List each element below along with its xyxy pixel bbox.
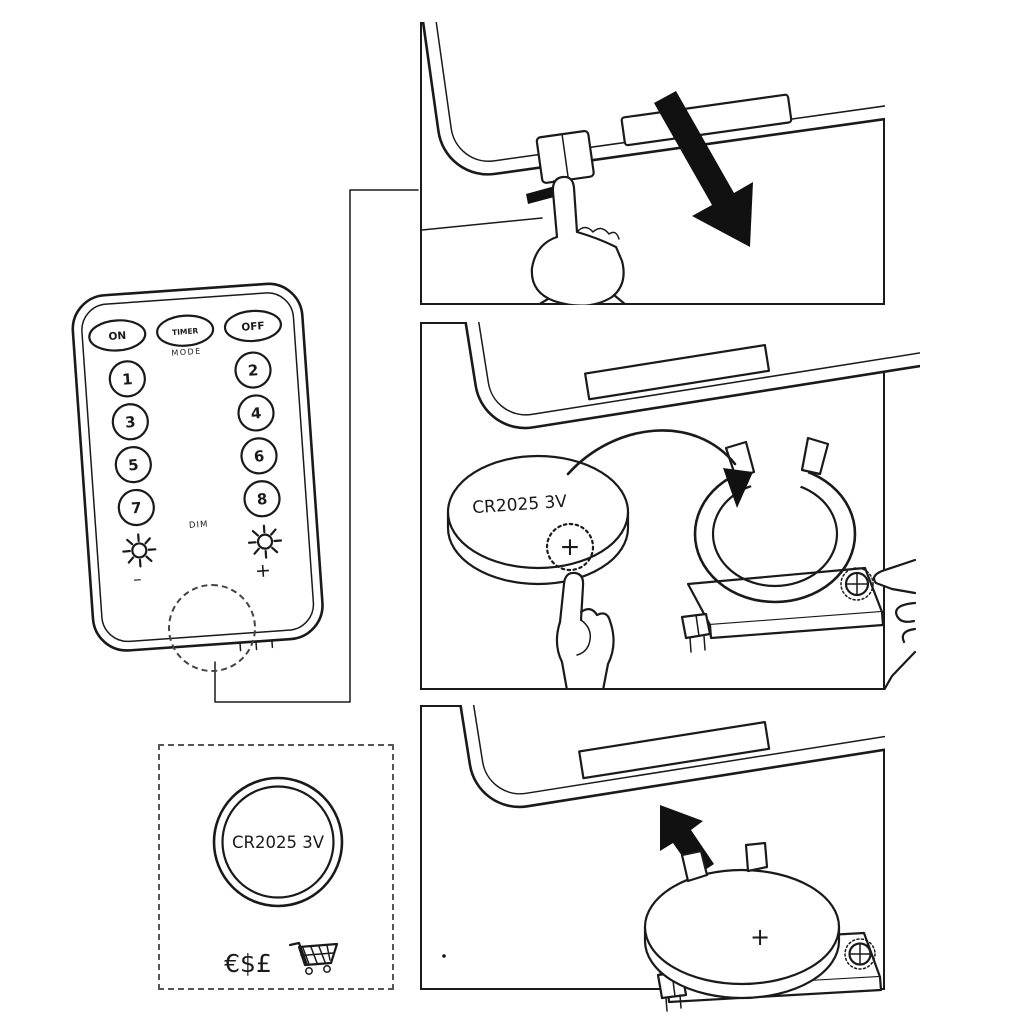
- button-5-label: 5: [128, 456, 140, 475]
- pin-lines: [689, 614, 706, 653]
- device-body: [437, 322, 920, 430]
- battery-top: [446, 454, 630, 570]
- button-2-label: 2: [247, 361, 259, 380]
- tray-claw-right: [744, 841, 769, 873]
- remote-button-2: 2: [234, 351, 272, 389]
- remote-button-5: 5: [114, 446, 152, 484]
- device-inner-border: [451, 322, 920, 416]
- coin-battery-illustration: CR2025 3V +: [446, 454, 630, 586]
- insert-battery-arrow-curve: [566, 429, 737, 476]
- polarity-plus-label: +: [750, 923, 770, 951]
- remote-button-6: 6: [240, 437, 278, 475]
- button-3-label: 3: [125, 413, 137, 432]
- battery-in-tray-illustration: +: [643, 841, 883, 1012]
- index-finger: [551, 175, 579, 239]
- insert-battery-arrowhead: [723, 468, 753, 508]
- remote-button-timer: TIMER: [156, 314, 215, 347]
- step-3-panel: +: [420, 705, 885, 1012]
- index-finger: [558, 571, 585, 624]
- hand-hold-icon: [555, 571, 615, 690]
- curled-fingers: [895, 601, 917, 644]
- remote-button-4: 4: [237, 394, 275, 432]
- polarity-highlight-circle: [545, 522, 595, 572]
- button-4-label: 4: [250, 404, 262, 423]
- battery-label: CR2025 3V: [232, 833, 325, 852]
- step-2-panel: CR2025 3V +: [420, 322, 920, 690]
- knuckle-lines: [576, 226, 620, 240]
- thumb-line: [576, 619, 592, 656]
- tray-connector-pins: [680, 612, 712, 640]
- device-body: [432, 705, 885, 809]
- tray-slot: [584, 343, 771, 401]
- hand-outline: [530, 230, 625, 305]
- brightness-up-button: [247, 524, 283, 559]
- wrist-lines: [555, 619, 615, 690]
- tray-slot: [578, 720, 771, 780]
- shopping-cart-icon: [288, 941, 339, 975]
- brightness-plus-label: +: [254, 559, 271, 582]
- remote-button-1: 1: [108, 360, 146, 398]
- button-8-label: 8: [256, 490, 268, 509]
- device-edge-illustration: [437, 322, 920, 430]
- sun-icon: [122, 533, 157, 568]
- timer-label: TIMER: [172, 326, 199, 337]
- brightness-down-button: [122, 533, 157, 568]
- coin-battery-illustration: CR2025 3V: [212, 776, 344, 908]
- mode-label: MODE: [171, 347, 202, 358]
- wrist-line: [882, 650, 917, 690]
- pull-out-arrow-icon: [654, 91, 753, 247]
- hand-press-icon: [530, 175, 628, 305]
- button-1-label: 1: [122, 370, 134, 389]
- step-1-panel: [420, 22, 885, 305]
- remote-button-8: 8: [243, 480, 281, 518]
- index-finger: [872, 558, 917, 595]
- device-inner-border: [445, 705, 885, 795]
- surface-line: [421, 217, 543, 231]
- tray-claw-right: [800, 436, 830, 476]
- tray-claw-left: [680, 849, 709, 883]
- device-body: [420, 22, 885, 176]
- button-7-label: 7: [131, 499, 143, 518]
- dim-label: DIM: [189, 520, 209, 531]
- device-edge-illustration: [420, 22, 885, 184]
- screw-cross: [849, 943, 871, 965]
- battery-top: [643, 868, 841, 986]
- latch-split-line: [561, 133, 570, 181]
- hand-point-icon: [872, 558, 917, 690]
- remote-button-7: 7: [117, 488, 155, 527]
- battery-spec-box: CR2025 3V €$£: [158, 744, 394, 990]
- battery-tray-illustration: [680, 436, 885, 653]
- sun-icon: [247, 524, 283, 559]
- stray-mark: [442, 954, 446, 958]
- screw-highlight: [840, 567, 874, 601]
- screw-highlight: [844, 938, 876, 970]
- device-edge-illustration: [432, 705, 885, 809]
- tray-cover: [620, 93, 793, 147]
- screw-cross: [845, 572, 869, 596]
- brightness-minus-label: –: [132, 569, 142, 590]
- curled-fingers: [579, 608, 612, 623]
- remote-button-off: OFF: [223, 309, 282, 343]
- currency-label: €$£: [224, 949, 272, 978]
- button-6-label: 6: [253, 447, 265, 466]
- connector-polyline: [214, 189, 419, 703]
- polarity-plus-label: +: [560, 532, 581, 561]
- on-label: ON: [108, 330, 127, 343]
- wrist-lines: [536, 293, 628, 305]
- remote-button-3: 3: [111, 403, 149, 441]
- battery-compartment-highlight: [168, 584, 256, 672]
- off-label: OFF: [241, 320, 265, 334]
- remote-button-on: ON: [88, 319, 147, 352]
